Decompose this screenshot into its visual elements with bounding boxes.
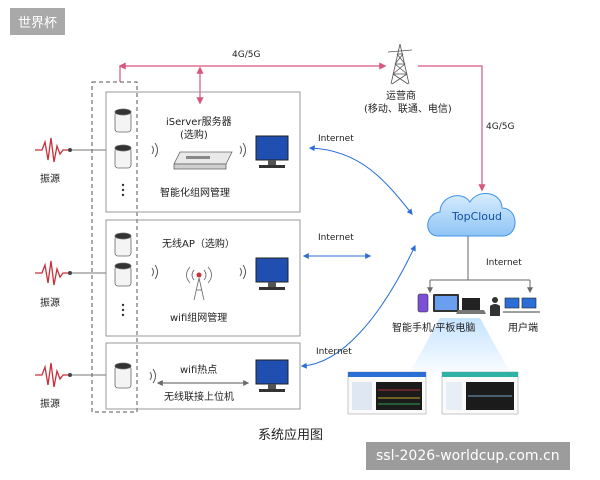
monitor-icon (255, 135, 289, 392)
signal-icon (149, 142, 246, 384)
vib-source-2: 振源 (40, 298, 60, 309)
server-optional: (选购) (180, 130, 208, 141)
ap-name: 无线AP（选购） (162, 239, 235, 250)
vib-source-3: 振源 (40, 399, 60, 410)
link-4g-top-label: 4G/5G (232, 50, 261, 60)
panel1-caption: 智能化组网管理 (160, 188, 230, 199)
watermark-bottom: ssl-2026-worldcup.com.cn (366, 442, 570, 470)
watermark-top: 世界杯 (10, 8, 66, 35)
internet-link-1 (308, 145, 413, 215)
cloud-icon (427, 193, 516, 237)
vibration-wave-2 (35, 260, 106, 286)
panel-smart-network (105, 91, 301, 213)
link-4g-top (118, 62, 387, 105)
wireless-ap-icon (186, 266, 212, 301)
phone-tablet-icon (417, 293, 486, 314)
wireless-host-label: 无线联接上位机 (164, 392, 234, 403)
vibration-wave-3 (35, 362, 106, 388)
phone-tablet-label: 智能手机/平板电脑 (392, 323, 476, 334)
user-terminal-icon (490, 297, 540, 316)
user-terminal-label: 用户端 (508, 323, 538, 334)
internet-label-2: Internet (318, 233, 354, 243)
tower-icon (387, 43, 413, 85)
internet-label-4: Internet (486, 258, 522, 268)
link-4g-right-label: 4G/5G (486, 122, 515, 132)
sensor-icon (114, 108, 132, 389)
internet-link-3 (300, 244, 416, 369)
hotspot-label: wifi热点 (180, 365, 218, 376)
software-screen-2 (441, 371, 519, 415)
operator-name: 运营商 (386, 91, 416, 102)
panel2-caption: wifi组网管理 (170, 313, 228, 324)
internet-label-1: Internet (318, 134, 354, 144)
diagram-caption: 系统应用图 (258, 428, 324, 443)
server-name: iServer服务器 (166, 117, 232, 128)
vibration-wave-1 (35, 137, 106, 163)
server-icon (173, 151, 233, 170)
cloud-label: TopCloud (452, 210, 502, 223)
link-4g-right (418, 65, 486, 192)
sensor-column (91, 81, 138, 413)
internet-link-4 (427, 236, 533, 294)
panel-wifi-network (105, 219, 301, 337)
internet-label-3: Internet (316, 347, 352, 357)
panel-wifi-hotspot (105, 342, 301, 410)
software-screen-1 (347, 371, 427, 415)
projection-beam (410, 318, 510, 372)
operator-sub: (移动、联通、电信) (364, 104, 452, 115)
vib-source-1: 振源 (40, 174, 60, 185)
